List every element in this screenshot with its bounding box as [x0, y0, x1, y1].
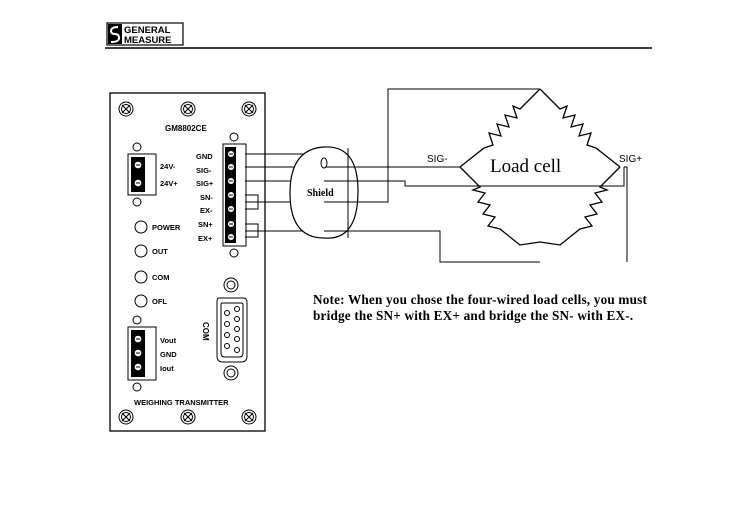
terminal-label-sig-plus: SIG+	[196, 179, 214, 188]
indicator-power: POWER	[135, 221, 181, 233]
note-line-2: bridge the SN+ with EX+ and bridge the S…	[313, 308, 673, 324]
panel-screw	[242, 102, 256, 116]
terminal-label-24v-plus: 24V+	[160, 179, 178, 188]
indicator-label: OFL	[152, 297, 167, 306]
terminal-label-gnd: GND	[196, 152, 213, 161]
terminal-label-24v-minus: 24V-	[160, 162, 176, 171]
transmitter-panel: GM8802CE 24V- 24V+ POWER OUT COM OFL GND…	[110, 93, 265, 431]
general-measure-logo: GENERAL MEASURE	[107, 23, 183, 46]
indicator-out: OUT	[135, 245, 168, 257]
indicator-com: COM	[135, 271, 170, 283]
terminal-label-sn-plus: SN+	[198, 220, 213, 229]
panel-screw	[242, 410, 256, 424]
terminal-label-ex-plus: EX+	[198, 234, 213, 243]
panel-footer: WEIGHING TRANSMITTER	[134, 398, 229, 407]
panel-screw	[181, 102, 195, 116]
terminal-label-iout: Iout	[160, 364, 174, 373]
indicator-label: COM	[152, 273, 170, 282]
panel-screw	[119, 102, 133, 116]
model-label: GM8802CE	[165, 124, 207, 133]
brand-line2: MEASURE	[124, 35, 172, 46]
terminal-label-sn-minus: SN-	[200, 193, 213, 202]
note-line-1: Note: When you chose the four-wired load…	[313, 292, 673, 308]
indicator-ofl: OFL	[135, 295, 167, 307]
panel-screw	[181, 410, 195, 424]
terminal-label-gnd-out: GND	[160, 350, 177, 359]
cable-shield: Shield	[290, 147, 358, 238]
indicator-label: OUT	[152, 247, 168, 256]
sig-minus-label: SIG-	[427, 154, 448, 165]
sig-plus-label: SIG+	[619, 154, 642, 165]
terminal-label-sig-minus: SIG-	[196, 166, 212, 175]
load-cell-title: Load cell	[490, 156, 561, 177]
panel-screw	[119, 410, 133, 424]
terminal-label-ex-minus: EX-	[200, 206, 213, 215]
wiring-note: Note: When you chose the four-wired load…	[313, 292, 673, 323]
terminal-label-vout: Vout	[160, 336, 177, 345]
shield-label: Shield	[307, 188, 334, 199]
com-port-label: COM	[201, 322, 210, 341]
indicator-label: POWER	[152, 223, 181, 232]
